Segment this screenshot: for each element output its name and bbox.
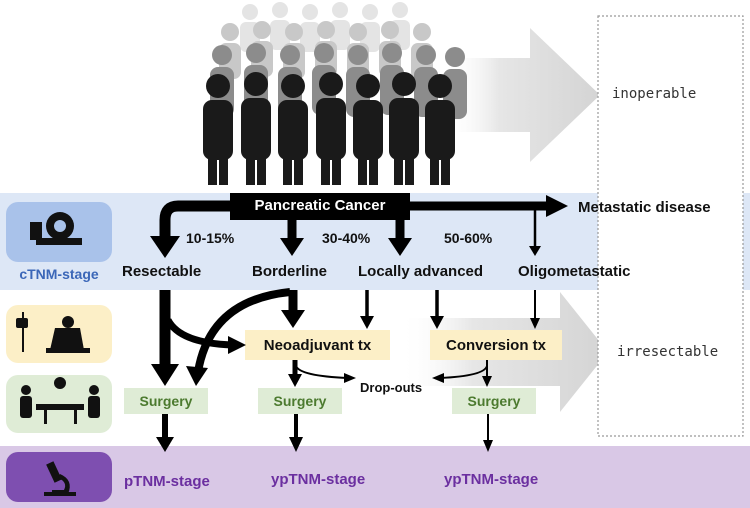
stage-oligometastatic: Oligometastatic — [518, 263, 631, 280]
title-bar — [230, 193, 410, 220]
mri-scanner-icon — [30, 212, 82, 245]
borderline-to-surgery-arrow — [194, 288, 291, 373]
resectable-to-neoadjuvant-arrow — [164, 318, 233, 349]
oligo-conv-arrowhead — [530, 318, 540, 329]
yptnm1-arrowhead — [289, 437, 303, 452]
surgery-box-2: Surgery — [273, 393, 327, 409]
la-neo-arrowhead — [360, 316, 374, 329]
ptnm-band — [0, 446, 750, 508]
stage-borderline: Borderline — [252, 263, 328, 280]
neo-surgery-arrowhead — [288, 374, 302, 387]
patient-crowd-icon — [203, 2, 467, 185]
dropout-left-arrowhead — [344, 373, 356, 383]
inoperable-arrow — [445, 28, 600, 162]
surgery-box-1-bg — [124, 388, 208, 414]
metastatic-arrowhead — [546, 195, 568, 217]
inoperable-label: inoperable — [612, 86, 697, 102]
microscope-icon — [44, 461, 76, 496]
infusion-chair-icon — [16, 312, 90, 353]
conversion-box-bg — [430, 330, 562, 360]
percent-10-15: 10-15% — [186, 230, 235, 246]
surgery-box-3: Surgery — [467, 393, 521, 409]
percent-30-40: 30-40% — [322, 230, 371, 246]
conv-surgery-arrowhead — [482, 376, 492, 387]
neoadjuvant-in-arrowhead — [228, 336, 246, 354]
dropouts-label: Drop-outs — [360, 380, 423, 395]
dropout-right-arrow — [439, 365, 488, 379]
surgery-box-1: Surgery — [139, 393, 193, 409]
stage-locally-advanced: Locally advanced — [358, 263, 484, 280]
percent-50-60: 50-60% — [444, 230, 493, 246]
metastatic-disease-label: Metastatic disease — [578, 199, 711, 216]
dropout-left-arrow — [295, 365, 349, 379]
neoadjuvant-box: Neoadjuvant tx — [263, 336, 372, 354]
outcome-dotted-box — [597, 15, 744, 437]
resectable-arrowhead — [150, 236, 180, 258]
resectable-branch-arrow — [159, 200, 232, 240]
dropout-right-arrowhead — [432, 373, 444, 383]
yptnm2-arrowhead — [483, 440, 493, 452]
ptnm-arrowhead — [156, 437, 174, 452]
locally-advanced-arrowhead — [388, 238, 412, 256]
surgery-box-2-bg — [258, 388, 342, 414]
resectable-surgery-arrowhead — [151, 364, 179, 386]
ctnm-stage-label: cTNM-stage — [19, 266, 99, 282]
conversion-box: Conversion tx — [445, 336, 547, 354]
la-conv-arrowhead — [430, 316, 444, 329]
yptnm-stage-label-2: ypTNM-stage — [444, 471, 539, 488]
surgery-box-3-bg — [452, 388, 536, 414]
stage-resectable: Resectable — [122, 263, 202, 280]
neoadjuvant-box-bg — [245, 330, 390, 360]
irresectable-label: irresectable — [617, 344, 719, 360]
surgical-team-icon — [20, 377, 100, 424]
ptnm-stage-label: pTNM-stage — [124, 473, 210, 490]
pancreatic-cancer-title: Pancreatic Cancer — [254, 197, 386, 214]
oligometastatic-arrowhead — [529, 246, 541, 256]
yptnm-stage-label-1: ypTNM-stage — [271, 471, 366, 488]
borderline-neo-arrowhead — [281, 310, 305, 328]
borderline-surgery-arrowhead — [186, 366, 208, 386]
borderline-arrowhead — [280, 238, 304, 256]
